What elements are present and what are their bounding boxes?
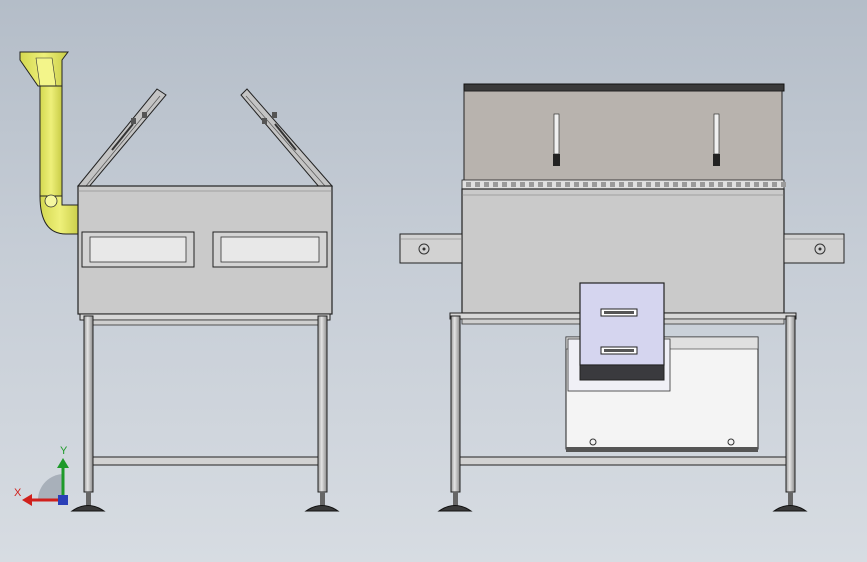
seal-tooth <box>466 182 471 187</box>
seal-tooth <box>673 182 678 187</box>
seal-tooth <box>754 182 759 187</box>
seal-tooth <box>763 182 768 187</box>
seal-tooth <box>529 182 534 187</box>
seal-tooth <box>475 182 480 187</box>
seal-tooth <box>502 182 507 187</box>
side-view <box>19 51 340 512</box>
seal-tooth <box>727 182 732 187</box>
seal-teeth <box>466 182 786 187</box>
gas-strut-right <box>713 113 720 166</box>
left-lid <box>77 88 167 189</box>
seal-tooth <box>646 182 651 187</box>
seal-tooth <box>574 182 579 187</box>
seal-tooth <box>637 182 642 187</box>
seal-tooth <box>565 182 570 187</box>
seal-tooth <box>610 182 615 187</box>
seal-tooth <box>745 182 750 187</box>
seal-tooth <box>709 182 714 187</box>
y-axis-label: Y <box>60 445 68 457</box>
front-view <box>399 83 845 512</box>
seal-tooth <box>619 182 624 187</box>
hood-panel <box>463 90 783 184</box>
seal-tooth <box>520 182 525 187</box>
seal-tooth <box>691 182 696 187</box>
seal-tooth <box>736 182 741 187</box>
seal-tooth <box>493 182 498 187</box>
seal-tooth <box>772 182 777 187</box>
seal-tooth <box>628 182 633 187</box>
seal-tooth <box>547 182 552 187</box>
feed-chute <box>19 51 81 235</box>
side-frame <box>70 313 340 512</box>
seal-tooth <box>592 182 597 187</box>
seal-tooth <box>682 182 687 187</box>
seal-tooth <box>601 182 606 187</box>
seal-tooth <box>583 182 588 187</box>
hmi-panel <box>579 282 665 381</box>
axis-triad: Y X <box>14 445 69 506</box>
seal-tooth <box>538 182 543 187</box>
seal-tooth <box>511 182 516 187</box>
z-axis-marker <box>58 495 68 505</box>
seal-tooth <box>556 182 561 187</box>
seal-tooth <box>700 182 705 187</box>
conveyor-arm-right <box>783 233 845 264</box>
seal-tooth <box>718 182 723 187</box>
conveyor-arm-left <box>399 233 463 264</box>
x-axis-label: X <box>14 487 22 499</box>
seal-tooth <box>484 182 489 187</box>
gas-strut-left <box>553 113 560 166</box>
seal-tooth <box>664 182 669 187</box>
seal-tooth <box>655 182 660 187</box>
seal-tooth <box>781 182 786 187</box>
right-lid <box>240 88 333 189</box>
